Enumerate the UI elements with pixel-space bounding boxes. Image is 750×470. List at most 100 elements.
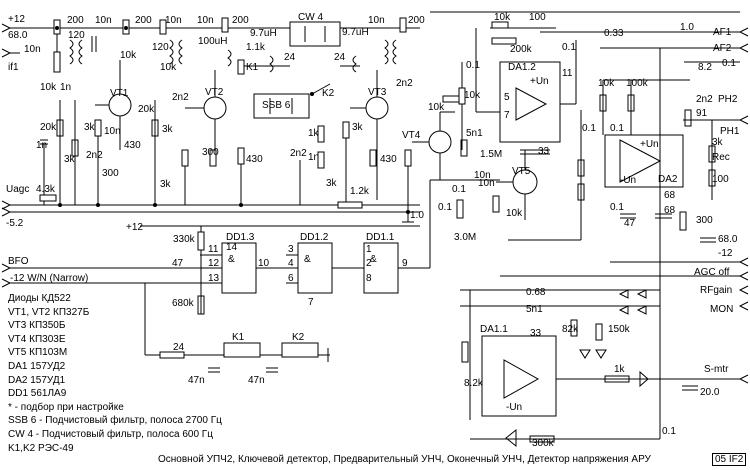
label-r430a: 430 [124, 140, 141, 151]
pin-1: 1 [366, 244, 372, 255]
port-rfgain: RFgain [700, 285, 732, 296]
label-r10kc: 10k [160, 62, 177, 73]
label-dd13: DD1.3 [226, 232, 255, 243]
label-c01c: 0.1 [582, 123, 596, 134]
label-r1k: 1k [308, 128, 320, 139]
label-c1na: 1n [60, 82, 71, 93]
label-vt3: VT3 [368, 87, 387, 98]
label-k2: K2 [322, 88, 335, 99]
gate-dd11 [363, 242, 399, 294]
pin-8: 8 [366, 273, 372, 284]
label-c120a: 120 [68, 30, 85, 41]
label-c82: 8.2 [698, 62, 712, 73]
pin-3: 3 [288, 244, 294, 255]
opamp-da12-block [458, 21, 600, 155]
label-vt4: VT4 [402, 130, 421, 141]
label-r1kb: 1k [614, 364, 626, 375]
component-notes: Диоды КД522 VT1, VT2 КП327Б VT3 КП350Б V… [8, 292, 222, 455]
note-line: DA2 157УД1 [8, 374, 66, 386]
pin-11: 11 [208, 244, 219, 255]
filter-cw4 [289, 21, 341, 47]
label-c033: 0.33 [604, 28, 624, 39]
label-r200k: 200k [510, 44, 533, 55]
filter-ssb6 [253, 93, 310, 119]
label-c2n2d: 2n2 [290, 148, 307, 159]
label-r82kb: 8.2k [464, 378, 484, 389]
label-c100: 100 [529, 12, 546, 23]
label-r10ke: 10k [494, 12, 511, 23]
pin-5: 5 [504, 92, 510, 103]
label-r20k: 20k [40, 122, 57, 133]
note-line: DD1 561ЛА9 [8, 388, 67, 400]
label-r200d: 200 [408, 15, 425, 26]
port-mon: MON [710, 304, 733, 315]
label-c1nb: 1n [36, 140, 47, 151]
note-line: K1,K2 РЭС-49 [8, 442, 74, 454]
label-unm-da2: -Un [620, 175, 636, 186]
relay-k2-coil [281, 342, 319, 358]
agc-detector [460, 48, 740, 448]
label-c120b: 120 [152, 42, 169, 53]
pin-14: 14 [226, 242, 238, 253]
label-r10kf: 10k [464, 90, 481, 101]
label-c01f: 0.1 [722, 58, 736, 69]
label-unm-da11: -Un [506, 402, 522, 413]
label-r82k: 82k [562, 324, 579, 335]
note-line: VT5 КП103М [8, 347, 68, 359]
label-k1b: K1 [232, 332, 245, 343]
note-line: Диоды КД522 [8, 293, 71, 304]
label-r430b: 430 [246, 154, 263, 165]
note-line: SSB 6 - Подчистовый фильтр, полоса 2700 … [8, 415, 222, 427]
label-r30m: 3.0M [454, 232, 476, 243]
stage-vt5 [492, 110, 585, 241]
label-dd11: DD1.1 [366, 232, 395, 243]
label-c2n2e: 2n2 [696, 94, 713, 105]
label-r20kb: 20k [138, 104, 155, 115]
note-line: CW 4 - Подчистовый фильтр, полоса 600 Гц [8, 428, 213, 440]
transistor-vt2 [203, 96, 227, 120]
label-amp2: & [304, 254, 311, 265]
port-plus12-mid: +12 [126, 222, 143, 233]
label-r3kb: 3k [64, 154, 76, 165]
schematic-caption: Основной УПЧ2, Ключевой детектор, Предва… [158, 454, 651, 465]
label-c10nh: 10n [474, 170, 491, 181]
note-line: VT4 КП303Е [8, 333, 66, 345]
label-c01d: 0.1 [610, 123, 624, 134]
label-da11: DA1.1 [480, 324, 508, 335]
label-r300k: 300k [532, 438, 555, 449]
label-r200a: 200 [67, 15, 84, 26]
label-ssb6: SSB 6 [262, 100, 291, 111]
label-r10kb: 10k [120, 50, 137, 61]
pin-13: 13 [208, 273, 220, 284]
label-r150k: 150k [608, 324, 631, 335]
label-r10kh: 10k [598, 78, 615, 89]
relay-k1-coil [223, 342, 261, 358]
label-c01g: 0.1 [610, 202, 624, 213]
label-vt5: VT5 [512, 166, 531, 177]
label-r430c: 430 [380, 154, 397, 165]
port-af1: AF1 [713, 27, 732, 38]
opamp-da2-block [599, 61, 740, 243]
port-af2: AF2 [713, 43, 732, 54]
label-r330k: 330k [173, 234, 196, 245]
logic-dd1 [10, 180, 431, 315]
label-c10ng: 10n [478, 178, 495, 189]
label-r3ka: 3k [84, 122, 96, 133]
label-r200b: 200 [135, 15, 152, 26]
label-c47a: 47 [624, 218, 636, 229]
label-c100uh: 100uH [198, 36, 227, 47]
stage-vt2 [151, 19, 245, 207]
note-line: VT3 КП350Б [8, 320, 66, 332]
label-r680k: 680k [172, 298, 195, 309]
label-c10nf: 10n [104, 126, 121, 137]
label-da2: DA2 [658, 174, 678, 185]
label-r24: 24 [173, 342, 185, 353]
label-l97b: 9.7uH [342, 27, 369, 38]
label-r10kd: 10k [428, 102, 445, 113]
label-c10nd: 10n [368, 15, 385, 26]
label-r200c: 200 [232, 15, 249, 26]
pin-11b: 11 [562, 68, 573, 79]
label-c01a: 0.1 [562, 42, 576, 53]
label-c47nc: 47n [188, 375, 205, 386]
